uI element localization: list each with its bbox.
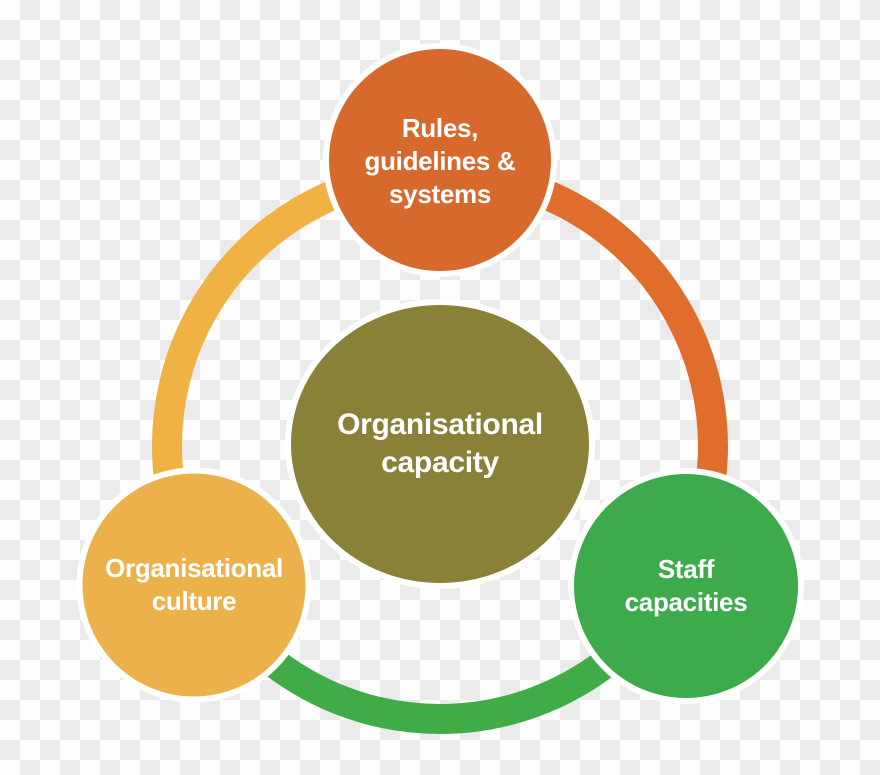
node-circle-staff-capacities — [568, 468, 804, 704]
node-circle-organisational-culture — [76, 467, 312, 703]
center-node-organisational-capacity — [285, 299, 595, 589]
node-circle-rules-guidelines-systems — [323, 43, 557, 277]
